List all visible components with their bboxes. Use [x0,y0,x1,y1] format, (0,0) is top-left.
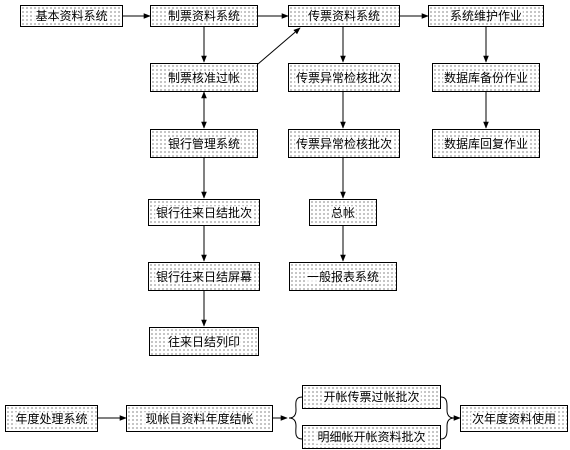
voucher-exception-check-1-box: 传票异常检核批次 [288,63,400,92]
invoice-approve-post-box: 制票核准过帐 [150,63,258,92]
bank-daily-screen-label: 银行往来日结屏幕 [154,269,253,284]
open-voucher-post-batch-label: 开帐传票过帐批次 [322,390,421,404]
system-maintenance-box: 系统维护作业 [428,5,544,27]
invoice-system-label: 制票资料系统 [166,9,241,23]
voucher-exception-check-1-label: 传票异常检核批次 [294,70,393,85]
next-year-use-label: 次年度资料使用 [470,411,557,426]
detail-open-batch-box: 明细帐开帐资料批次 [302,425,441,449]
bank-daily-batch-label: 银行往来日结批次 [154,205,253,220]
current-year-close-label: 现帐目资料年度结帐 [144,411,255,426]
detail-open-batch-label: 明细帐开帐资料批次 [316,430,427,444]
year-end-system-label: 年度处理系统 [14,411,89,426]
db-backup-label: 数据库备份作业 [442,70,529,85]
bank-management-box: 银行管理系统 [150,129,258,158]
current-year-close-box: 现帐目资料年度结帐 [126,405,273,432]
daily-print-label: 往来日结列印 [166,334,241,349]
voucher-exception-check-2-label: 传票异常检核批次 [294,136,393,151]
invoice-approve-post-label: 制票核准过帐 [166,70,241,85]
arrow-approve-to-voucher [257,27,301,65]
left-brace [288,396,303,440]
bank-daily-batch-box: 银行往来日结批次 [148,199,260,226]
db-restore-label: 数据库回复作业 [442,136,529,151]
general-ledger-label: 总帐 [329,205,356,220]
voucher-system-box: 传票资料系统 [288,5,400,27]
basic-data-system-box: 基本资料系统 [20,5,123,27]
general-report-box: 一般报表系统 [289,262,397,291]
basic-data-system-label: 基本资料系统 [34,9,109,23]
open-voucher-post-batch-box: 开帐传票过帐批次 [302,385,441,409]
system-maintenance-label: 系统维护作业 [448,9,523,23]
next-year-use-box: 次年度资料使用 [460,405,568,432]
db-restore-box: 数据库回复作业 [432,129,540,158]
year-end-system-box: 年度处理系统 [5,405,98,432]
voucher-exception-check-2-box: 传票异常检核批次 [288,129,400,158]
general-report-label: 一般报表系统 [305,269,380,284]
general-ledger-box: 总帐 [309,199,377,226]
bank-daily-screen-box: 银行往来日结屏幕 [148,262,260,291]
daily-print-box: 往来日结列印 [149,327,259,356]
voucher-system-label: 传票资料系统 [306,9,381,23]
invoice-system-box: 制票资料系统 [150,5,258,27]
right-brace [440,396,455,440]
db-backup-box: 数据库备份作业 [432,63,540,92]
bank-management-label: 银行管理系统 [166,136,241,151]
